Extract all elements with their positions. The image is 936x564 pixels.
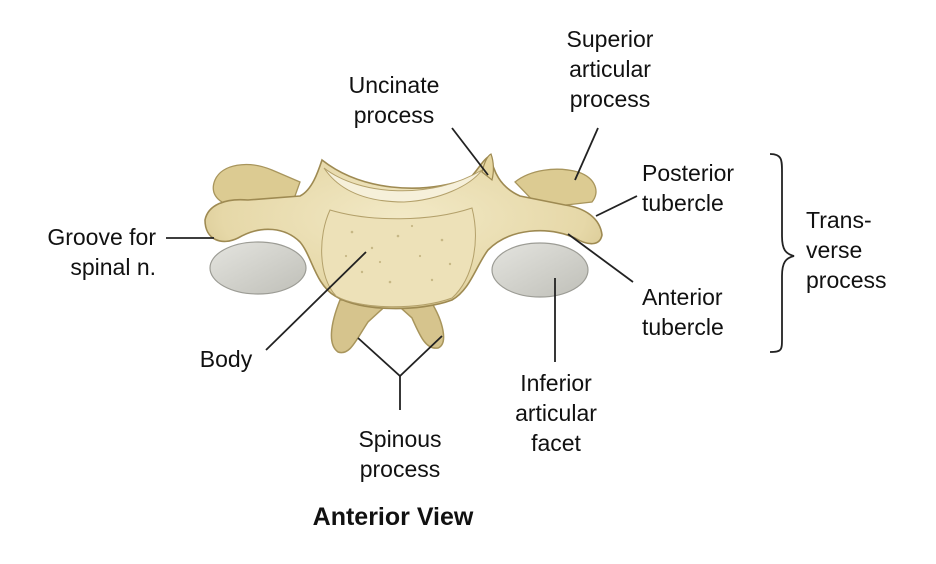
label-line: Uncinate xyxy=(348,72,440,98)
label-line: Trans- xyxy=(806,207,872,233)
label-line: Spinous xyxy=(358,426,442,452)
label-posterior-tubercle: Posterior tubercle xyxy=(642,158,762,218)
label-line: Anterior xyxy=(642,284,723,310)
label-line: process xyxy=(353,102,435,128)
label-anterior-tubercle: Anterior tubercle xyxy=(642,282,762,342)
left-inferior-facet xyxy=(209,241,307,295)
label-line: verse xyxy=(806,237,863,263)
label-line: facet xyxy=(531,430,581,456)
label-line: Groove for xyxy=(47,224,156,250)
label-line: process xyxy=(359,456,441,482)
leader-posterior-tubercle xyxy=(595,195,638,217)
label-inferior-articular-facet: Inferior articular facet xyxy=(496,368,616,458)
leader-anterior-tubercle xyxy=(567,233,634,283)
label-superior-articular-process: Superior articular process xyxy=(545,24,675,114)
label-line: Posterior xyxy=(642,160,735,186)
label-line: articular xyxy=(569,56,651,82)
label-spinous-process: Spinous process xyxy=(340,424,460,484)
label-line: process xyxy=(806,267,887,293)
vertebral-body-shape xyxy=(321,207,476,308)
label-groove-for-spinal-n: Groove for spinal n. xyxy=(10,222,156,282)
label-line: Superior xyxy=(566,26,654,52)
label-uncinate-process: Uncinate process xyxy=(334,70,454,130)
label-line: articular xyxy=(515,400,597,426)
leader-uncinate xyxy=(451,127,489,176)
leader-body xyxy=(265,251,367,351)
label-line: Body xyxy=(199,346,253,372)
label-line: spinal n. xyxy=(70,254,156,280)
uncinate-process-shape xyxy=(481,153,494,182)
right-inferior-facet xyxy=(491,242,589,298)
label-line: tubercle xyxy=(642,190,724,216)
label-body: Body xyxy=(186,344,266,374)
label-line: Inferior xyxy=(520,370,592,396)
leader-superior-articular xyxy=(574,127,599,181)
body-superior-surface xyxy=(323,167,483,203)
view-title: Anterior View xyxy=(312,503,474,531)
label-transverse-process: Trans- verse process xyxy=(806,205,916,295)
bone-texture xyxy=(344,224,452,284)
label-line: process xyxy=(569,86,651,112)
transverse-bracket xyxy=(769,153,795,353)
leader-lines xyxy=(166,127,795,410)
label-line: tubercle xyxy=(642,314,724,340)
